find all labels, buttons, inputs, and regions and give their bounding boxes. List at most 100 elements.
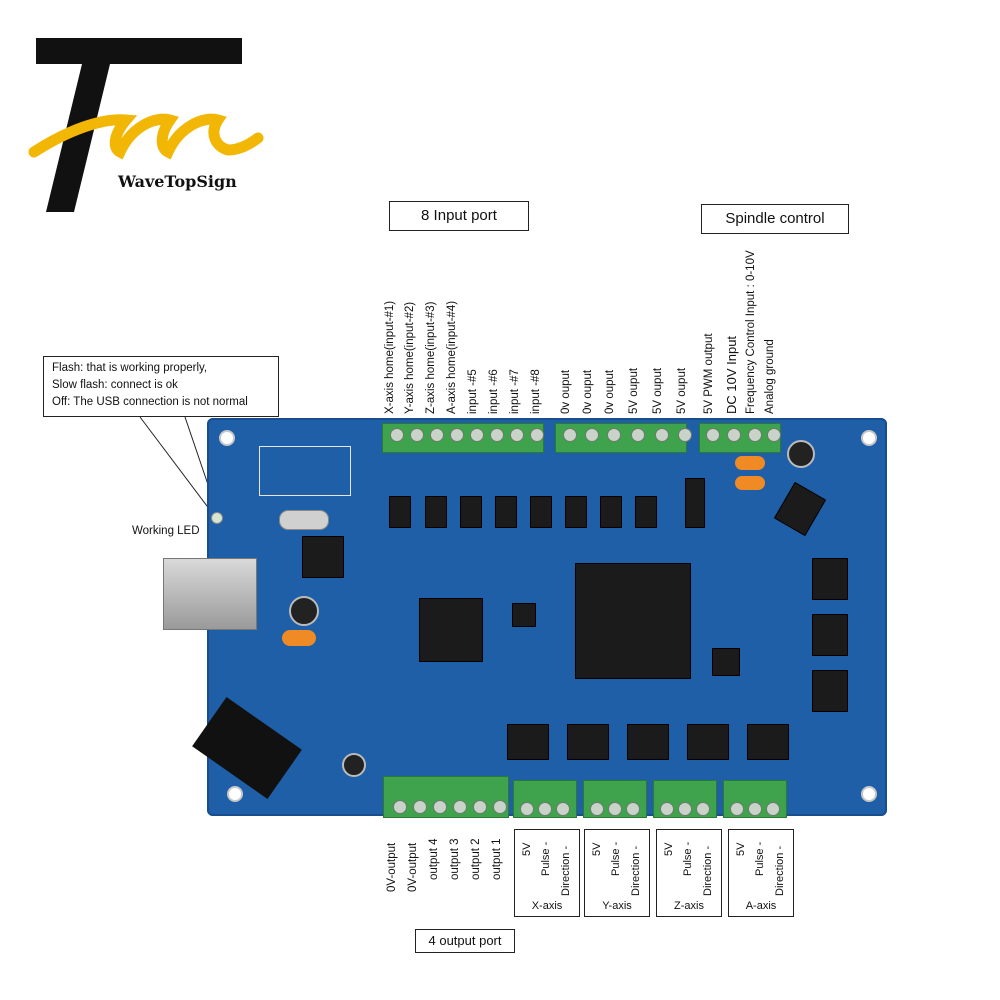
terminal-screw: [678, 802, 692, 816]
output-label-1: 0V-output: [386, 842, 398, 892]
small-chip: [512, 603, 536, 627]
a-axis-name: A-axis: [745, 900, 777, 912]
fuse: [735, 476, 765, 490]
terminal-screw: [563, 428, 577, 442]
led-note-line-2: Slow flash: connect is ok: [52, 379, 178, 391]
output-label-4: output 3: [449, 838, 461, 880]
terminal-screw: [767, 428, 781, 442]
z-axis-pin-direction: Direction -: [702, 845, 714, 896]
terminal-screw: [696, 802, 710, 816]
terminal-screw: [390, 428, 404, 442]
spindle-label-1: 5V PWM output: [703, 333, 715, 414]
y-axis-box: 5V Pulse - Direction - Y-axis: [584, 829, 650, 917]
optocoupler: [389, 496, 411, 528]
input-label-12: 5V ouput: [628, 367, 640, 414]
z-axis-pin-pulse: Pulse -: [682, 841, 694, 876]
capacitor: [342, 753, 366, 777]
capacitor: [787, 440, 815, 468]
optocoupler: [635, 496, 657, 528]
terminal-screw: [655, 428, 669, 442]
spindle-label-3: Frequency Control Input : 0-10V: [745, 250, 757, 414]
logo-mark: [28, 38, 264, 212]
led-note-line-3: Off: The USB connection is not normal: [52, 396, 248, 408]
optocoupler: [567, 724, 609, 760]
optocoupler: [565, 496, 587, 528]
terminal-screw: [450, 428, 464, 442]
terminal-screw: [530, 428, 544, 442]
spindle-label-4: Analog ground: [764, 339, 776, 414]
z-axis-name: Z-axis: [674, 900, 704, 912]
spindle-control-header: Spindle control: [701, 204, 849, 234]
mount-hole: [227, 786, 243, 802]
input-label-7: input -#7: [509, 369, 521, 414]
terminal-screw: [590, 802, 604, 816]
terminal-screw: [660, 802, 674, 816]
input-port-header: 8 Input port: [389, 201, 529, 231]
terminal-screw: [678, 428, 692, 442]
terminal-screw: [520, 802, 534, 816]
a-axis-pin-direction: Direction -: [774, 845, 786, 896]
terminal-screw: [585, 428, 599, 442]
terminal-screw: [510, 428, 524, 442]
input-label-11: 0v ouput: [604, 369, 616, 414]
mcu-chip: [419, 598, 483, 662]
fuse: [282, 630, 316, 646]
fpga-chip: [575, 563, 691, 679]
crystal-oscillator: [279, 510, 329, 530]
terminal-screw: [608, 802, 622, 816]
terminal-screw: [748, 802, 762, 816]
x-axis-pin-5v: 5V: [521, 842, 533, 856]
x-axis-box: 5V Pulse - Direction - X-axis: [514, 829, 580, 917]
terminal-screw: [556, 802, 570, 816]
y-axis-name: Y-axis: [602, 900, 632, 912]
terminal-screw: [748, 428, 762, 442]
terminal-screw: [430, 428, 444, 442]
optocoupler: [812, 670, 848, 712]
power-connector[interactable]: [192, 697, 302, 799]
terminal-screw: [766, 802, 780, 816]
terminal-screw: [393, 800, 407, 814]
optocoupler: [507, 724, 549, 760]
brand-name: WaveTopSign: [118, 172, 237, 191]
z-axis-box: 5V Pulse - Direction - Z-axis: [656, 829, 722, 917]
spindle-label-2: DC 10V Input: [724, 335, 739, 414]
terminal-screw: [730, 802, 744, 816]
input-label-13: 5V ouput: [652, 367, 664, 414]
input-label-8: input -#8: [530, 369, 542, 414]
board-label-plate: [259, 446, 351, 496]
terminal-screw: [538, 802, 552, 816]
output-label-3: output 4: [428, 838, 440, 880]
mount-hole: [861, 786, 877, 802]
input-label-1: X-axis home(input-#1): [384, 300, 396, 414]
output-port-header: 4 output port: [415, 929, 515, 953]
output-label-2: 0V-output: [407, 842, 419, 892]
optocoupler: [530, 496, 552, 528]
a-axis-box: 5V Pulse - Direction - A-axis: [728, 829, 794, 917]
input-label-14: 5V ouput: [676, 367, 688, 414]
terminal-screw: [453, 800, 467, 814]
input-label-6: input -#6: [488, 369, 500, 414]
led-note-line-1: Flash: that is working properly,: [52, 362, 208, 374]
terminal-screw: [727, 428, 741, 442]
optocoupler: [600, 496, 622, 528]
terminal-screw: [626, 802, 640, 816]
input-label-2: Y-axis home(input-#2): [404, 301, 416, 414]
input-label-10: 0v ouput: [582, 369, 594, 414]
output-label-6: output 1: [491, 838, 503, 880]
usb-port[interactable]: [163, 558, 257, 630]
working-led: [211, 512, 223, 524]
input-label-3: Z-axis home(input-#3): [425, 301, 437, 414]
optocoupler: [812, 614, 848, 656]
terminal-screw: [493, 800, 507, 814]
capacitor: [289, 596, 319, 626]
fuse: [735, 456, 765, 470]
optocoupler: [812, 558, 848, 600]
led-status-note: Flash: that is working properly, Slow fl…: [43, 356, 279, 417]
mount-hole: [219, 430, 235, 446]
optocoupler: [495, 496, 517, 528]
terminal-screw: [631, 428, 645, 442]
terminal-screw: [706, 428, 720, 442]
input-label-9: 0v ouput: [560, 369, 572, 414]
optocoupler: [627, 724, 669, 760]
terminal-screw: [473, 800, 487, 814]
